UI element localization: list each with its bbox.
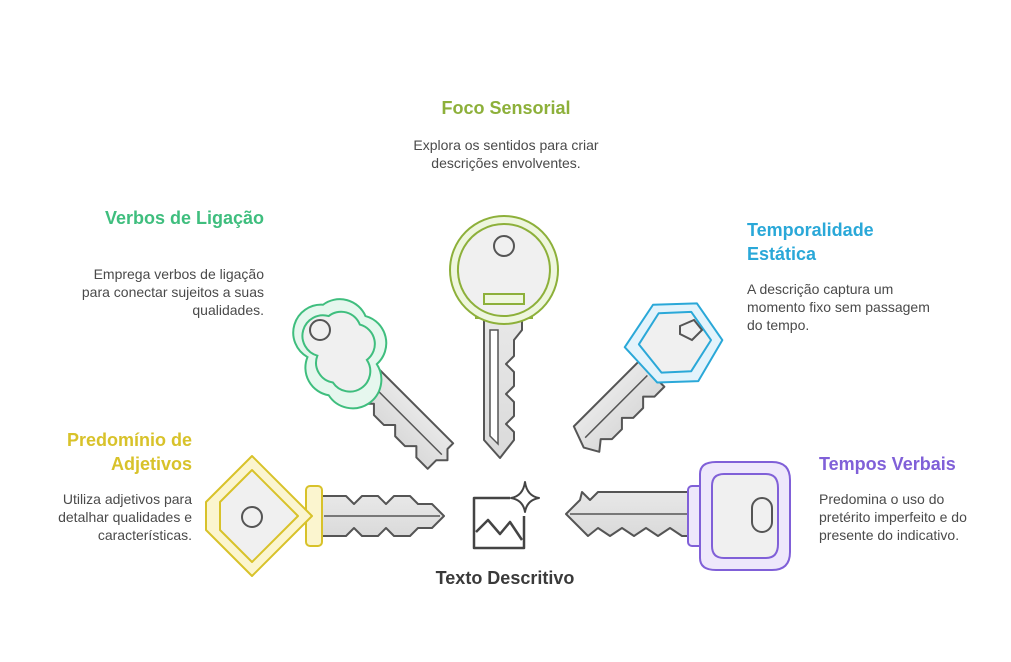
item-description-verbos-ligacao: Emprega verbos de ligação para conectar … <box>81 266 264 318</box>
image-sparkle-icon <box>472 481 540 550</box>
item-title-predominio-adjetivos: Predomínio de Adjetivos <box>66 430 192 474</box>
item-title-temporalidade-estatica: Temporalidade Estática <box>747 220 874 264</box>
item-title-verbos-ligacao: Verbos de Ligação <box>104 208 264 228</box>
item-title-tempos-verbais: Tempos Verbais <box>819 454 956 474</box>
key-tempos-verbais-icon <box>565 461 791 571</box>
key-predominio-adjetivos-icon <box>205 455 445 577</box>
key-foco-sensorial-icon <box>449 215 559 459</box>
key-temporalidade-estatica-icon <box>572 302 724 453</box>
item-description-temporalidade-estatica: A descrição captura um momento fixo sem … <box>747 281 930 333</box>
item-title-foco-sensorial: Foco Sensorial <box>441 98 571 118</box>
key-hole-icon <box>679 318 704 342</box>
item-description-tempos-verbais: Predomina o uso do pretérito imperfeito … <box>819 491 967 543</box>
key-verbos-ligacao-icon <box>292 298 455 470</box>
item-description-predominio-adjetivos: Utiliza adjetivos para detalhar qualidad… <box>58 491 192 543</box>
center-label: Texto Descritivo <box>435 568 575 588</box>
key-hole-icon <box>309 319 331 341</box>
item-description-foco-sensorial: Explora os sentidos para criar descriçõe… <box>413 137 599 171</box>
